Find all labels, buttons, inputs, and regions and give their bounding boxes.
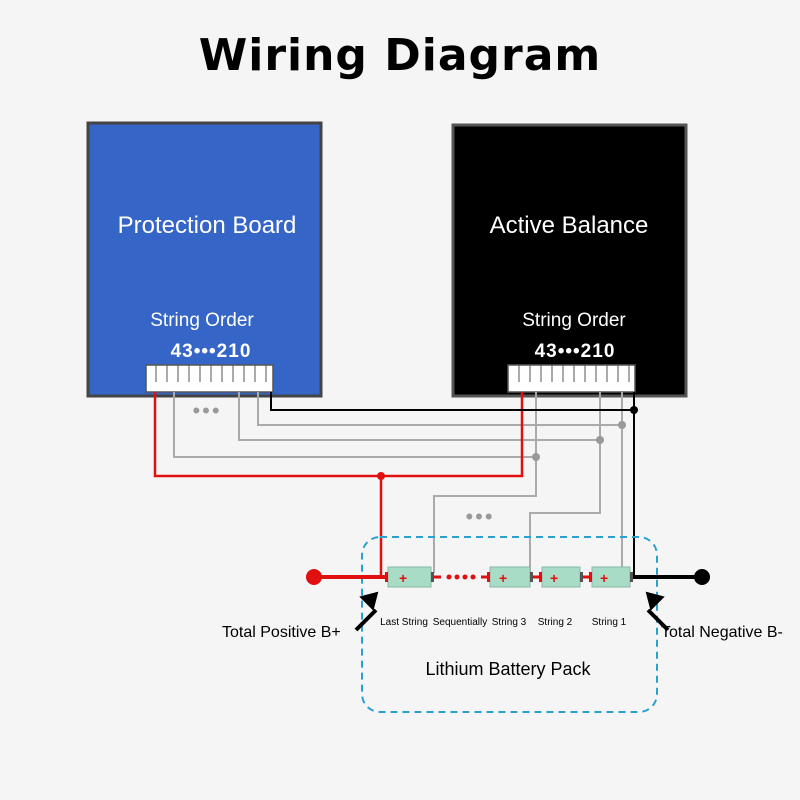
- negative-junction: [630, 406, 638, 414]
- protection-board-label: Protection Board: [118, 212, 297, 239]
- active-balance-connector[interactable]: [507, 364, 636, 393]
- total-negative-label: Total Negative B-: [661, 624, 783, 641]
- cell-label-string-3: String 3: [492, 617, 527, 628]
- cell-label-string-1: String 1: [592, 617, 627, 628]
- battery-pack-label: Lithium Battery Pack: [425, 659, 591, 679]
- arrow-negative-head: [645, 591, 665, 611]
- page-title: Wiring Diagram: [198, 30, 602, 81]
- cell-label-last-string: Last String: [380, 617, 428, 628]
- svg-text:+: +: [399, 570, 407, 586]
- balance-wires: [173, 392, 623, 573]
- svg-text:+: +: [499, 570, 507, 586]
- balance-drop-string-3: [529, 440, 601, 573]
- balance-wire-string-3: [238, 392, 601, 441]
- svg-text:+: +: [600, 570, 608, 586]
- positive-terminal[interactable]: [306, 569, 322, 585]
- protection-board-pin-numbers: 43•••210: [171, 341, 252, 362]
- active-balance-string-order-label: String Order: [522, 310, 626, 331]
- active-balance-label: Active Balance: [490, 212, 649, 239]
- negative-terminal[interactable]: [694, 569, 710, 585]
- protection-board-string-order-label: String Order: [150, 310, 254, 331]
- cell-string-3: +: [487, 566, 533, 588]
- arrow-positive-head: [359, 591, 379, 611]
- balance-drop-sequential: [433, 457, 537, 573]
- cell-label-sequentially: Sequentially: [433, 617, 487, 628]
- balance-junctions: [532, 421, 626, 461]
- protection-board-connector[interactable]: [145, 364, 274, 393]
- sequential-dots: [446, 574, 476, 580]
- wire-ellipsis-left: •••: [192, 398, 221, 423]
- negative-wire: [270, 392, 635, 577]
- positive-wire: [153, 392, 524, 577]
- arrow-negative: [646, 608, 670, 632]
- balance-wire-string-2: [257, 392, 623, 426]
- arrow-positive: [354, 608, 378, 632]
- cell-last-string: +: [385, 566, 434, 588]
- total-positive-label: Total Positive B+: [222, 624, 341, 641]
- wire-ellipsis-right: •••: [465, 504, 494, 529]
- active-balance-board: Active Balance String Order 43•••210: [451, 123, 688, 398]
- protection-board: Protection Board String Order 43•••210: [86, 121, 323, 398]
- cell-string-1: +: [589, 566, 633, 588]
- cell-string-2: +: [539, 566, 583, 588]
- cell-label-string-2: String 2: [538, 617, 573, 628]
- active-balance-pin-numbers: 43•••210: [535, 341, 616, 362]
- svg-text:+: +: [550, 570, 558, 586]
- positive-junction: [377, 472, 385, 480]
